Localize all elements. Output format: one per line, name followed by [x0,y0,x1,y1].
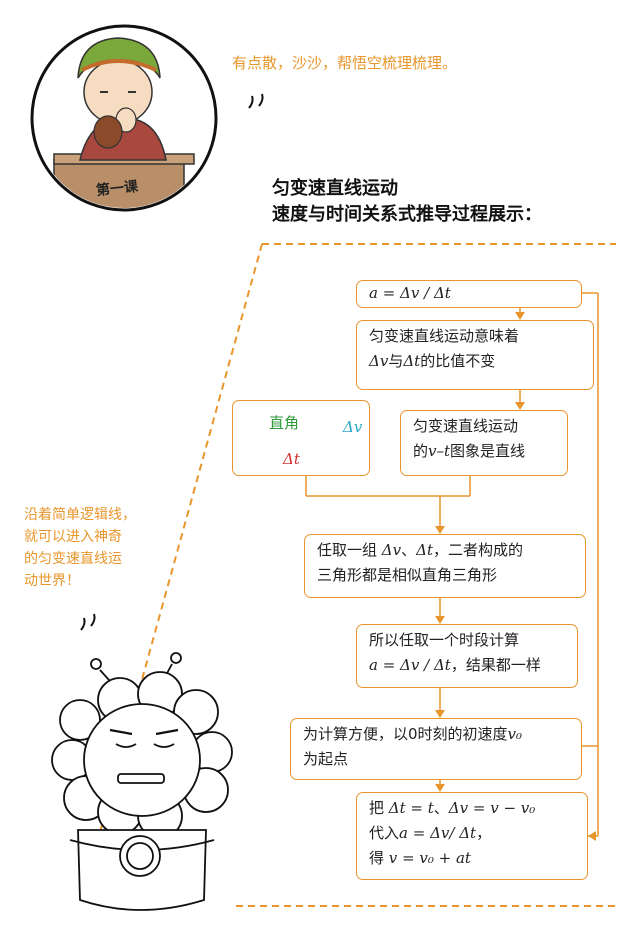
flow-box-vt-graph: 匀变速直线运动 的v–t图象是直线 [400,410,568,476]
flow-box-similar-triangles: 任取一组 Δv、Δt，二者构成的 三角形都是相似直角三角形 [304,534,586,598]
box3-tail: 图象是直线 [450,442,526,460]
box5-line1: 所以任取一个时段计算 [369,631,520,649]
teacher-portrait [30,24,218,212]
box7-final: v = v₀ + at [388,849,471,867]
flow-box-constant-ratio: 匀变速直线运动意味着 Δv与Δt的比值不变 [356,320,594,390]
speech-left-line: 就可以进入神奇 [24,529,122,545]
box3-line2: 的v–t图象是直线 [413,439,559,464]
box6-text: 为计算方便，以0时刻的初速度 [303,725,508,743]
box6-line2: 为起点 [303,750,349,768]
box5-tail: ，结果都一样 [450,656,541,674]
box2-line2: Δv与Δt的比值不变 [369,349,585,374]
triangle-box: 直角 Δv Δt [232,400,370,476]
box4-sep: 、 [401,541,417,559]
box7-dv-eq: Δv = v − v₀ [448,799,536,817]
box2-line1: 匀变速直线运动意味着 [369,327,520,345]
box7-comma: ， [476,824,492,842]
speech-left-line: 沿着简单逻辑线， [24,507,136,523]
flow-box-any-interval: 所以任取一个时段计算 a = Δv / Δt，结果都一样 [356,624,578,688]
box6-line1: 为计算方便，以0时刻的初速度v₀ [303,722,573,747]
box4-dv: Δv [381,541,402,559]
box7-de: 得 [369,849,389,867]
box2-dv: Δv [369,352,389,370]
box4-line2: 三角形都是相似直角三角形 [317,566,498,584]
box5-line2: a = Δv / Δt，结果都一样 [369,653,569,678]
flow-box-result: 把 Δt = t、Δv = v − v₀ 代入a = Δv/ Δt， 得 v =… [356,792,588,880]
right-angle-label: 直角 [269,414,300,432]
box4-a: 任取一组 [317,541,382,559]
box3-de: 的 [413,442,429,460]
box2-dt: Δt [403,352,421,370]
box3-line1: 匀变速直线运动 [413,417,519,435]
page-title-line1: 匀变速直线运动 [272,178,398,199]
flow-box-definition: a = Δv / Δt [356,280,582,308]
emphasis-marks-top [248,93,264,109]
box2-tail: 的比值不变 [420,352,496,370]
acceleration-formula: a = Δv / Δt [369,284,451,302]
box4-line1: 任取一组 Δv、Δt，二者构成的 [317,538,577,563]
box7-sep: 、 [433,799,449,817]
delta-v-label: Δv [343,418,363,436]
box7-dt-eq: Δt = t [388,799,434,817]
delta-t-label: Δt [283,450,300,468]
speech-left: 沿着简单逻辑线， 就可以进入神奇 的匀变速直线运 动世界！ [24,504,136,592]
box6-v0: v₀ [507,725,523,743]
box3-vt: v–t [428,442,451,460]
box7-a-eq: a = Δv/ Δt [399,824,477,842]
box4-dt: Δt [416,541,433,559]
box4-tail: ，二者构成的 [432,541,523,559]
box2-and: 与 [388,352,404,370]
monk-character [51,652,233,911]
flow-box-initial-velocity: 为计算方便，以0时刻的初速度v₀ 为起点 [290,718,582,780]
speech-left-line: 的匀变速直线运 [24,551,122,567]
box7-line2: 代入a = Δv/ Δt， [369,821,579,846]
box7-line3: 得 v = v₀ + at [369,846,579,871]
flow-connectors [305,292,599,837]
flow-arrowheads [435,312,596,841]
speech-top: 有点散，沙沙，帮悟空梳理梳理。 [232,54,458,72]
emphasis-marks-left [80,613,96,631]
box7-sub: 代入 [369,824,400,842]
box5-formula: a = Δv / Δt [369,656,451,674]
page-title-line2: 速度与时间关系式推导过程展示： [272,204,542,225]
speech-left-line: 动世界！ [24,573,80,589]
box7-ba: 把 [369,799,389,817]
box7-line1: 把 Δt = t、Δv = v − v₀ [369,796,579,821]
